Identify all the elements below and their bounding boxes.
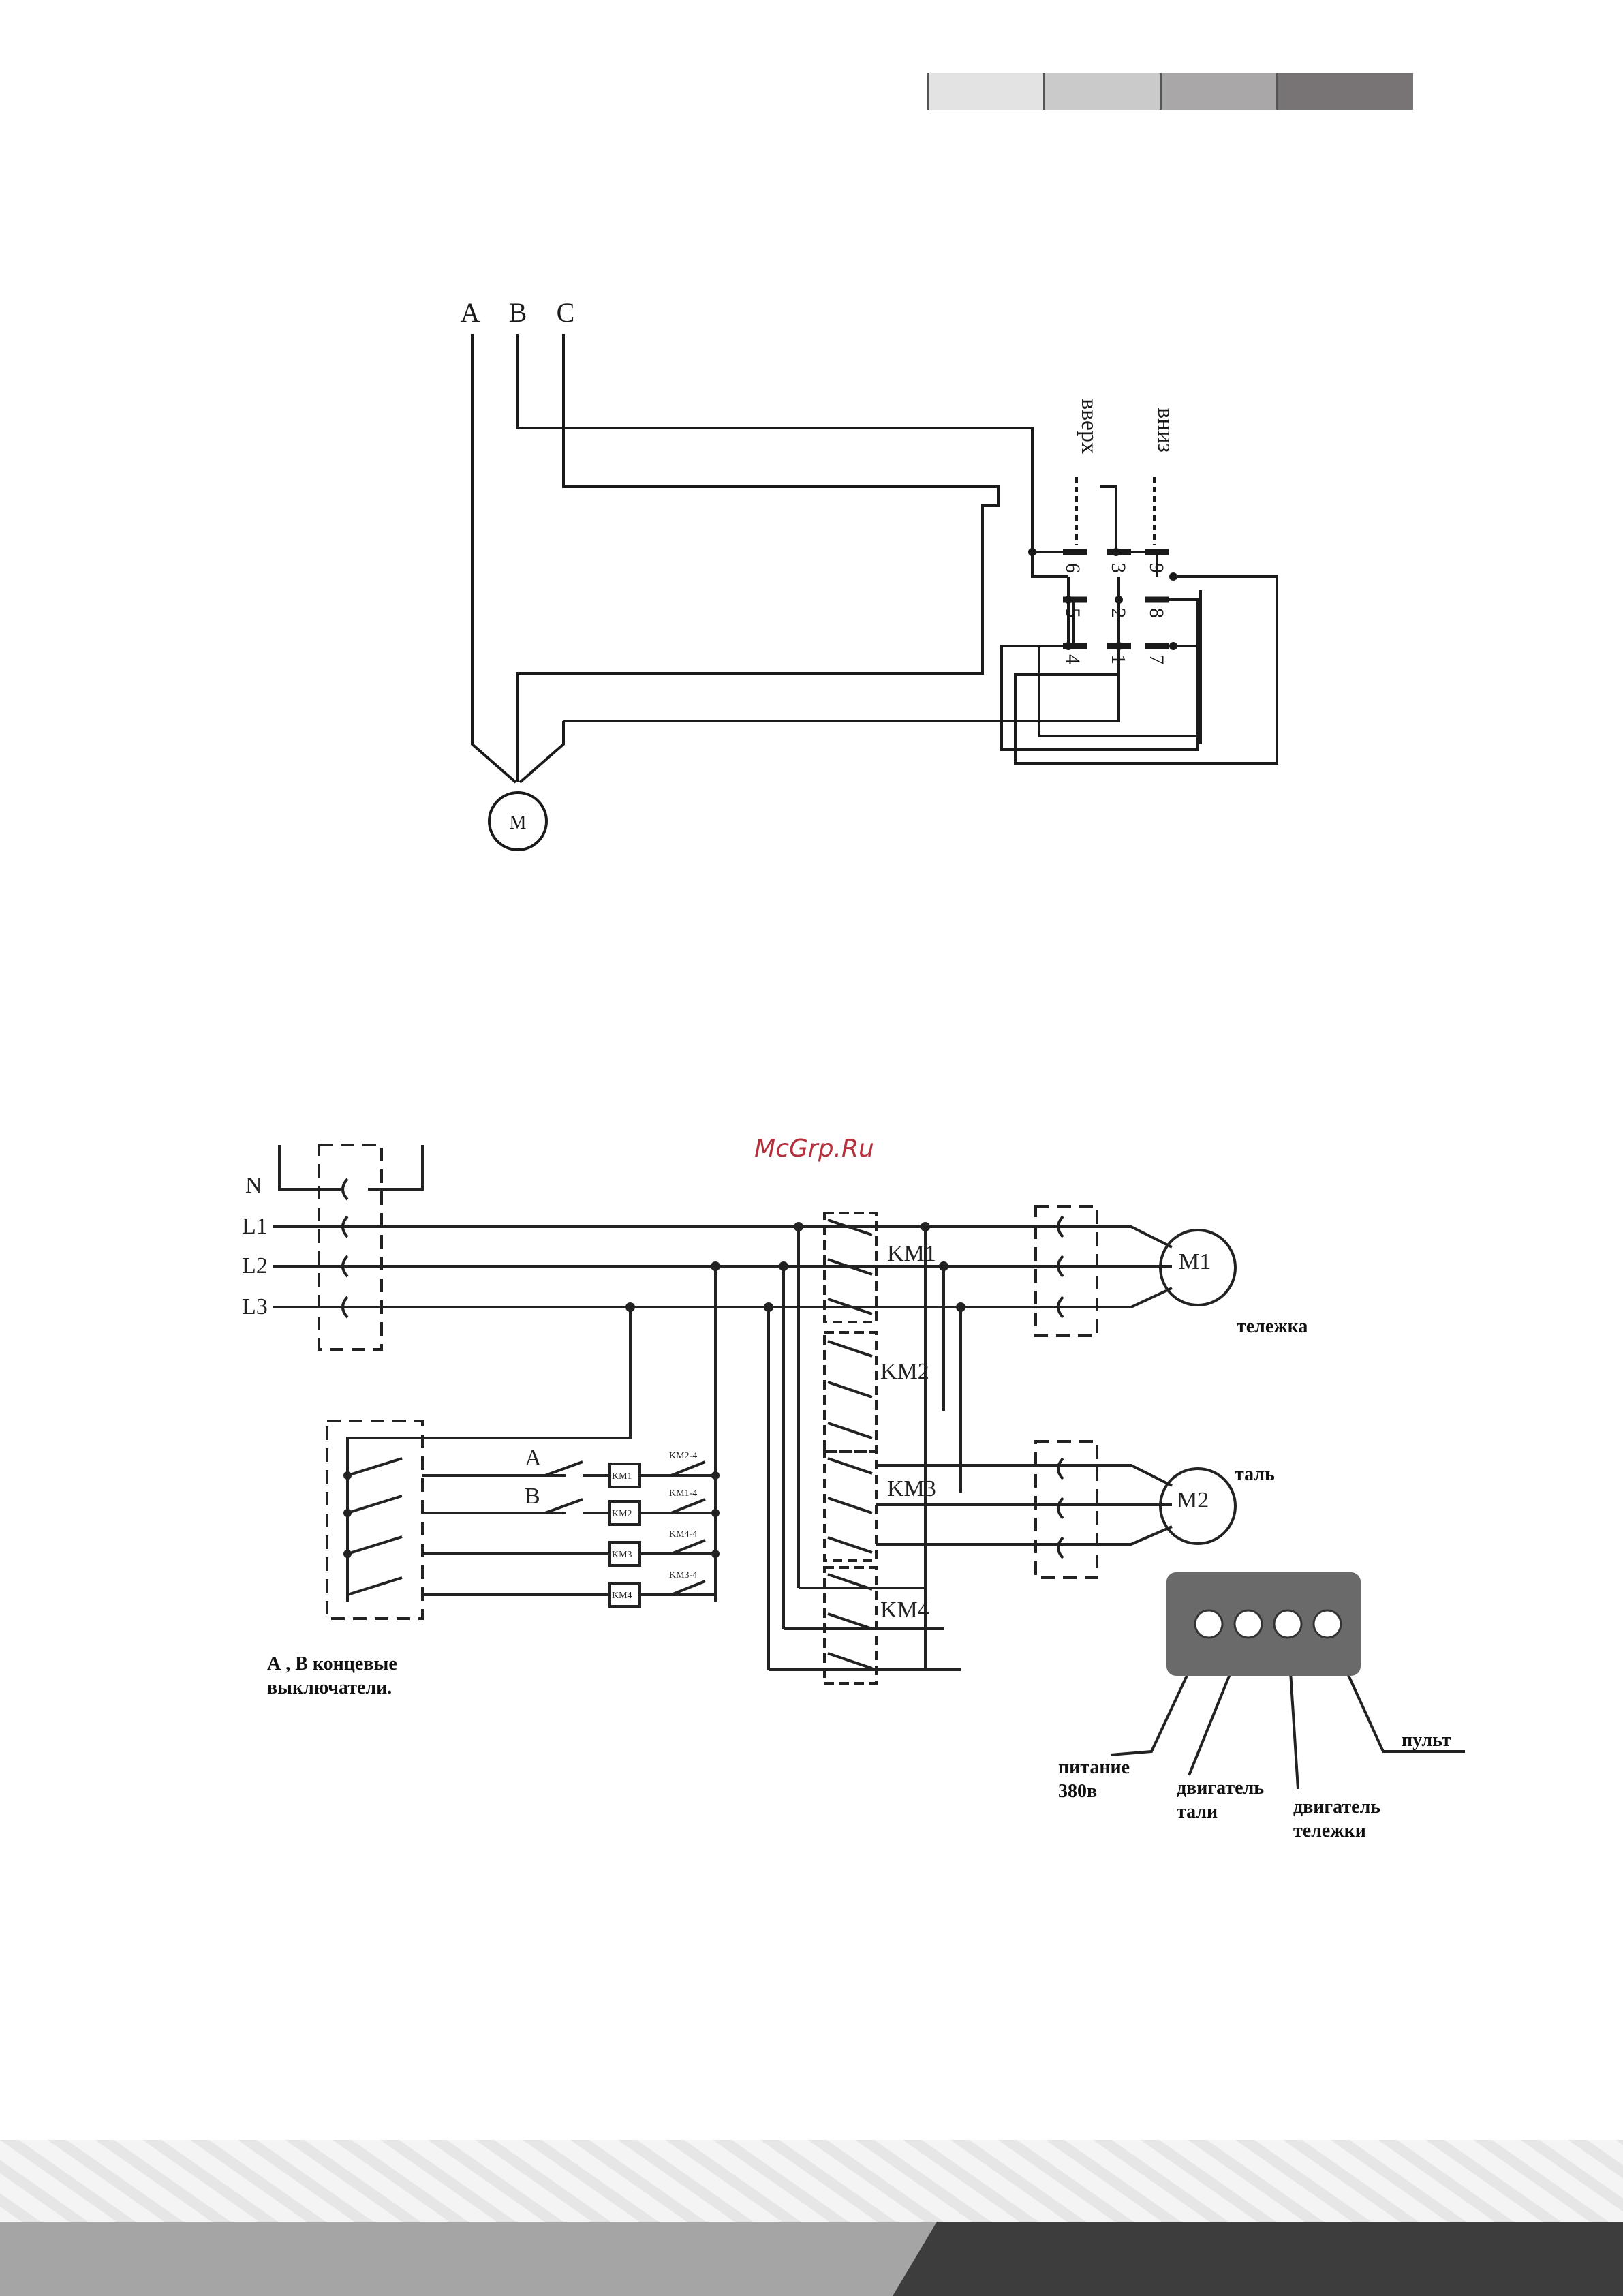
limit-label-b: B bbox=[525, 1484, 540, 1509]
note-line-1: А , В концевые bbox=[267, 1653, 397, 1674]
aux-km4-4: KM4-4 bbox=[669, 1529, 697, 1540]
hoist-switch-diagram: A B C M вверх вниз 6 3 9 5 2 8 4 1 7 bbox=[0, 0, 1623, 886]
terminal-1: 1 bbox=[1107, 654, 1130, 664]
coil-km1: KM1 bbox=[612, 1471, 632, 1482]
aux-km2-4: KM2-4 bbox=[669, 1451, 697, 1461]
motor1-caption: тележка bbox=[1237, 1316, 1308, 1337]
label-pendant: пульт bbox=[1402, 1730, 1451, 1751]
connector-socket-trolley bbox=[1274, 1610, 1301, 1638]
crane-control-schematic: McGrp.Ru N L1 L2 L3 KM1 KM2 KM3 KM4 A B … bbox=[0, 1090, 1623, 1874]
coil-km3: KM3 bbox=[612, 1550, 632, 1560]
coil-km2: KM2 bbox=[612, 1509, 632, 1519]
contactor-km4: KM4 bbox=[880, 1597, 929, 1623]
terminal-5: 5 bbox=[1062, 608, 1084, 618]
label-power-2: 380в bbox=[1058, 1781, 1097, 1802]
terminal-9: 9 bbox=[1145, 563, 1168, 573]
coil-km4: KM4 bbox=[612, 1591, 632, 1601]
direction-up-label: вверх bbox=[1077, 399, 1102, 454]
terminal-3: 3 bbox=[1107, 563, 1130, 573]
footer-decoration bbox=[0, 2140, 1623, 2296]
contactor-km3: KM3 bbox=[887, 1476, 936, 1501]
phase-label-a: A bbox=[461, 297, 480, 328]
connector-socket-power bbox=[1195, 1610, 1222, 1638]
terminal-4: 4 bbox=[1062, 654, 1084, 664]
line-label-l1: L1 bbox=[242, 1214, 268, 1239]
label-hoist-2: тали bbox=[1177, 1801, 1218, 1822]
terminal-6: 6 bbox=[1062, 563, 1084, 573]
terminal-2: 2 bbox=[1107, 608, 1130, 618]
motor2-caption: таль bbox=[1235, 1464, 1275, 1485]
phase-label-b: B bbox=[509, 297, 527, 328]
terminal-7: 7 bbox=[1145, 654, 1168, 664]
label-trolley-2: тележки bbox=[1293, 1820, 1366, 1841]
note-line-2: выключатели. bbox=[267, 1677, 392, 1698]
contactor-km1: KM1 bbox=[887, 1241, 936, 1266]
connector-socket-hoist bbox=[1235, 1610, 1262, 1638]
line-label-n: N bbox=[245, 1173, 262, 1198]
label-power-1: питание bbox=[1058, 1757, 1130, 1778]
aux-km3-4: KM3-4 bbox=[669, 1570, 697, 1580]
line-label-l2: L2 bbox=[242, 1253, 268, 1279]
direction-down-label: вниз bbox=[1153, 408, 1178, 453]
label-hoist-1: двигатель bbox=[1177, 1777, 1264, 1798]
terminal-8: 8 bbox=[1145, 608, 1168, 618]
limit-label-a: A bbox=[525, 1445, 542, 1471]
watermark: McGrp.Ru bbox=[754, 1135, 874, 1163]
contactor-km2: KM2 bbox=[880, 1359, 929, 1384]
label-trolley-1: двигатель bbox=[1293, 1796, 1380, 1818]
phase-label-c: C bbox=[557, 297, 575, 328]
motor-label: M bbox=[510, 812, 527, 833]
aux-km1-4: KM1-4 bbox=[669, 1488, 697, 1499]
motor-m1: M1 bbox=[1179, 1249, 1211, 1274]
motor-m2: M2 bbox=[1177, 1488, 1209, 1513]
connector-socket-pendant bbox=[1314, 1610, 1341, 1638]
line-label-l3: L3 bbox=[242, 1294, 268, 1319]
